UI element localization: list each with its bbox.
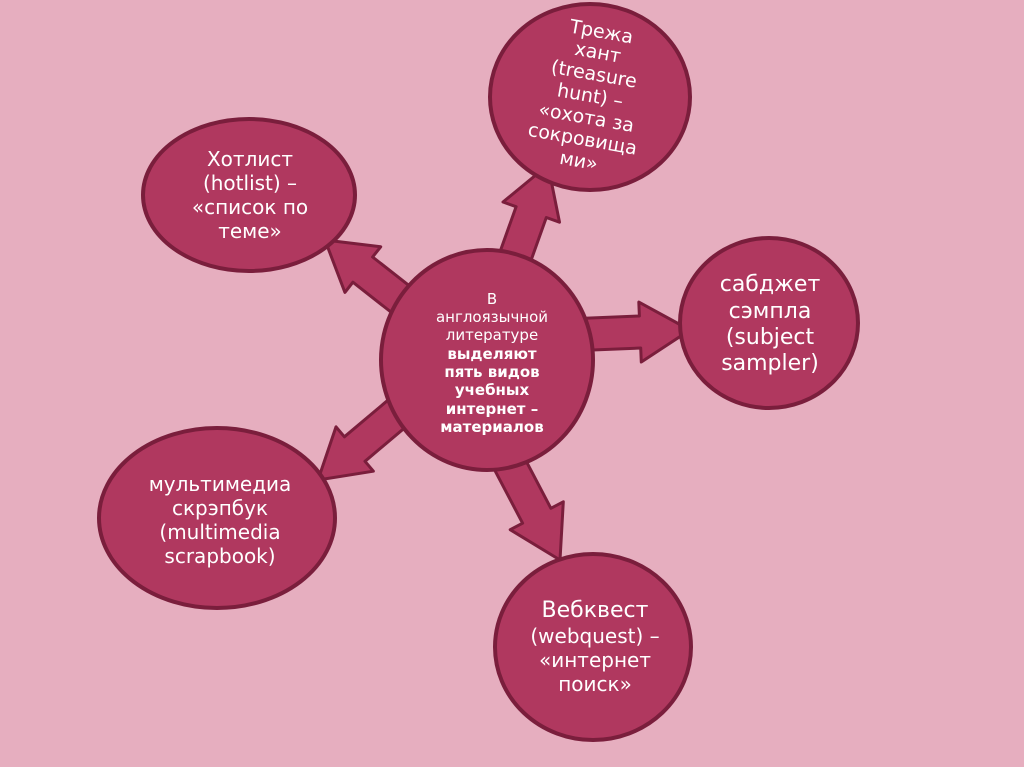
webquest-line-4: поиск» — [558, 672, 632, 697]
node-treasure-hunt — [488, 2, 692, 192]
center-line-2: англоязычной — [435, 308, 549, 327]
multimedia-line-1: мультимедиа — [148, 472, 292, 496]
label-webquest: Вебквест (webquest) – «интернет поиск» — [500, 572, 690, 722]
subject-line-4: sampler) — [721, 351, 819, 377]
center-line-1: В — [486, 289, 498, 308]
center-bold-line-1: выделяют — [447, 344, 537, 363]
multimedia-line-4: scrapbook) — [164, 544, 276, 568]
center-bold-line-2: пять видов — [444, 363, 540, 381]
treasure-line-7: ми» — [558, 146, 600, 175]
node-subject-sampler — [678, 236, 860, 410]
subject-line-2: сэмпла — [728, 298, 812, 324]
node-center — [379, 248, 595, 472]
subject-line-3: (subject — [725, 325, 815, 350]
label-hotlist: Хотлист (hotlist) – «список по теме» — [150, 130, 350, 260]
label-subject-sampler: сабджет сэмпла (subject sampler) — [685, 250, 855, 400]
multimedia-line-2: скрэпбук — [171, 496, 269, 520]
node-hotlist — [141, 117, 357, 273]
hotlist-line-4: теме» — [218, 219, 282, 243]
center-bold-line-5: материалов — [440, 417, 544, 436]
center-bold-line-3: учебных — [454, 381, 530, 400]
webquest-line-1: Вебквест — [541, 597, 649, 623]
multimedia-line-3: (multimedia — [159, 520, 281, 544]
hotlist-line-2: (hotlist) – — [202, 171, 298, 195]
subject-line-1: сабджет — [719, 272, 821, 298]
webquest-line-3: «интернет — [539, 648, 651, 673]
webquest-line-2: (webquest) – — [530, 624, 660, 649]
label-center: В англоязычной литературе выделяют пять … — [392, 258, 592, 468]
node-multimedia-scrapbook — [97, 426, 337, 610]
hotlist-line-3: «список по — [191, 195, 309, 219]
label-treasure-hunt: Трежа хант (treasure hunt) – «охота за с… — [490, 0, 690, 205]
node-webquest — [493, 552, 693, 742]
hotlist-line-1: Хотлист — [206, 147, 293, 171]
label-multimedia-scrapbook: мультимедиа скрэпбук (multimedia scrapbo… — [115, 445, 325, 595]
center-line-3: литературе — [445, 326, 539, 345]
center-bold-line-4: интернет – — [445, 399, 539, 418]
